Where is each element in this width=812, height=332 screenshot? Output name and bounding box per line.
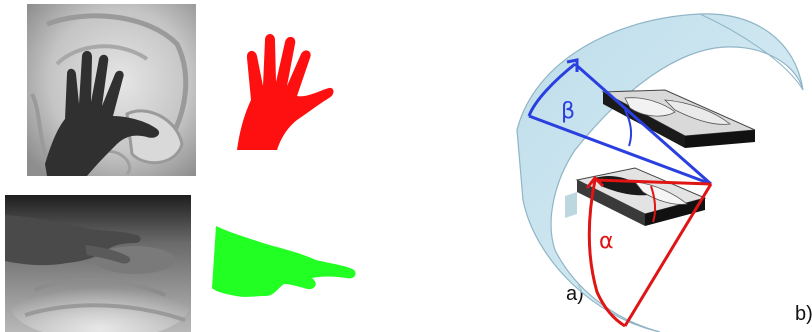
dome-shell [516, 13, 804, 332]
hand-photo-bottom [5, 195, 191, 332]
beta-angle: β [527, 58, 712, 186]
alpha-angle: α [585, 175, 713, 328]
green-hand-mask [208, 226, 358, 301]
hand-photo-bottom-image [5, 195, 191, 332]
hand-photo-top-image [27, 4, 196, 176]
green-hand-segmentation-mask [212, 226, 356, 297]
red-hand-mask [225, 28, 335, 153]
alpha-label: α [599, 229, 614, 254]
panel-label-b: b) [795, 303, 812, 325]
viewing-hemisphere-diagram: β α [516, 13, 804, 332]
beta-label: β [561, 99, 575, 124]
hand-photo-top [27, 4, 196, 176]
red-hand-segmentation-mask [237, 34, 334, 150]
